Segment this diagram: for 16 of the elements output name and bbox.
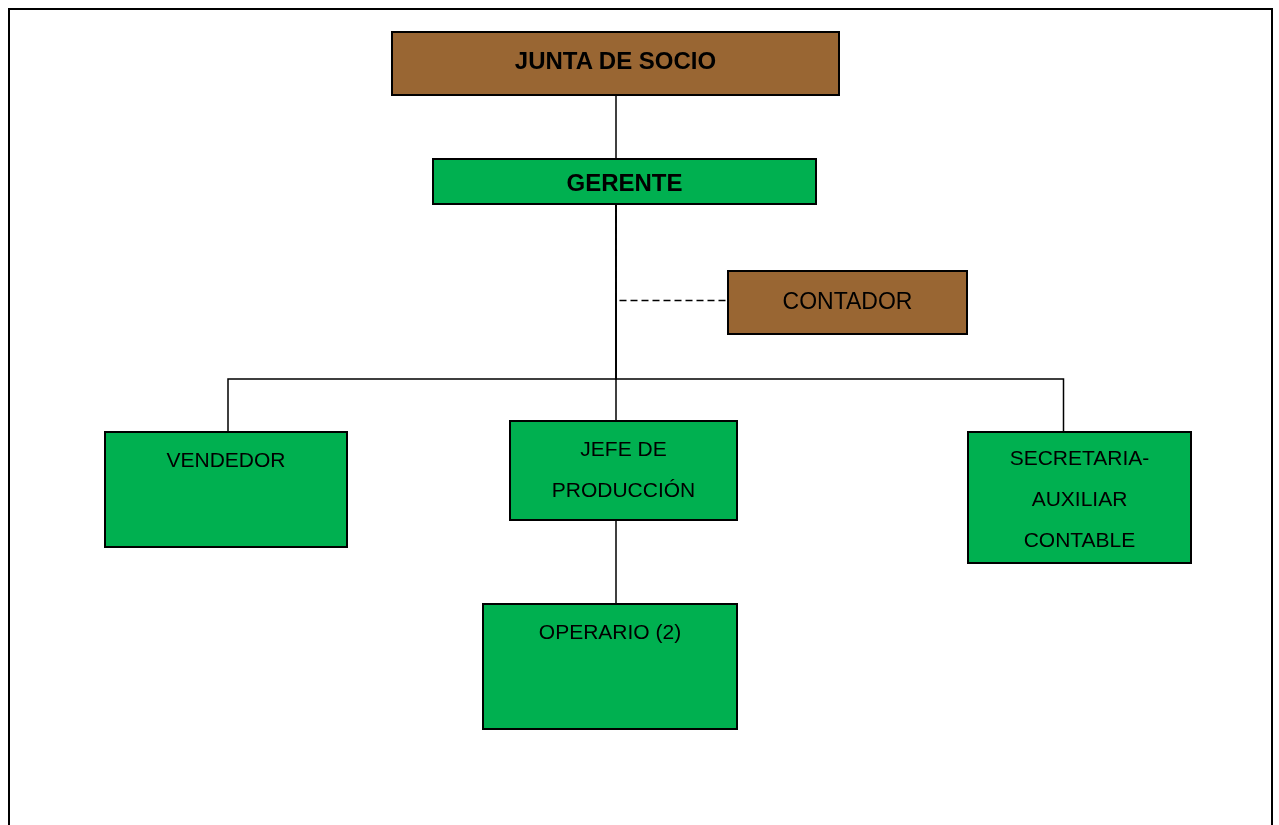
position-box — [967, 431, 1192, 564]
connector-line — [615, 520, 617, 604]
advisor-box — [727, 270, 968, 335]
position-label: JUNTA DE SOCIO — [514, 46, 717, 76]
position-label: SECRETARIA- AUXILIAR CONTABLE — [1008, 445, 1151, 553]
position-label: CONTADOR — [782, 287, 913, 316]
position-box — [104, 431, 348, 548]
position-label: GERENTE — [566, 168, 683, 198]
manager-box — [432, 158, 817, 205]
board-box — [391, 31, 840, 96]
position-label: VENDEDOR — [166, 447, 286, 473]
position-label: OPERARIO (2) — [538, 619, 682, 645]
position-label: JEFE DE PRODUCCIÓN — [550, 436, 697, 503]
position-box — [482, 603, 738, 730]
position-box — [509, 420, 738, 521]
connector-line — [615, 95, 617, 159]
